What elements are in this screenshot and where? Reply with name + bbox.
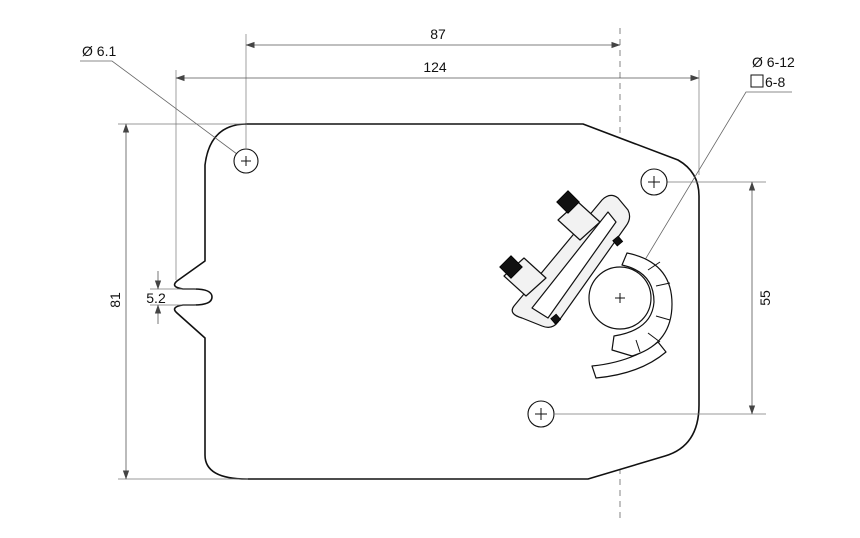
dim-label-124: 124 bbox=[423, 59, 447, 75]
mount-hole-top-left bbox=[233, 148, 259, 174]
mount-hole-upper-right bbox=[640, 168, 668, 196]
dim-label-55: 55 bbox=[757, 290, 773, 306]
callout-hole-diameter: Ø 6.1 bbox=[82, 43, 116, 59]
shaft-collar bbox=[611, 252, 673, 357]
dim-label-81: 81 bbox=[107, 292, 123, 308]
square-shaft-icon bbox=[750, 74, 764, 88]
lower-nut bbox=[499, 255, 523, 279]
upper-nut bbox=[556, 190, 580, 214]
callout-shaft-square: 6-8 bbox=[765, 74, 785, 90]
shaft-clamp-assembly bbox=[499, 190, 673, 379]
mount-hole-lower-right bbox=[527, 400, 555, 428]
dim-label-slot: 5.2 bbox=[146, 290, 166, 306]
leader-hole-diameter bbox=[80, 60, 242, 158]
leader-shaft-range bbox=[621, 91, 792, 299]
dim-label-87: 87 bbox=[430, 26, 446, 42]
callout-shaft-round: Ø 6-12 bbox=[752, 54, 795, 70]
rotation-scale-arc bbox=[591, 341, 667, 379]
